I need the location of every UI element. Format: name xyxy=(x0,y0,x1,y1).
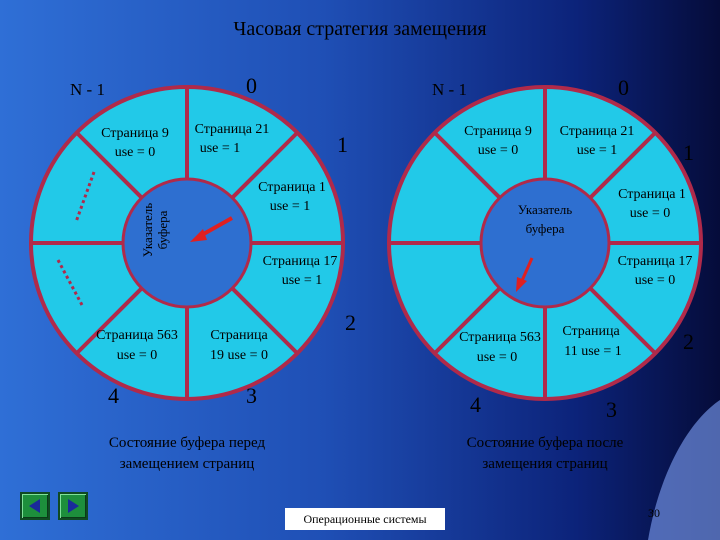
left-label-n1: N - 1 xyxy=(70,80,105,99)
right-caption-2: замещения страниц xyxy=(482,456,607,472)
left-label-1: 1 xyxy=(337,132,348,157)
left-pointer-arrow xyxy=(190,216,233,242)
left-caption-1: Состояние буфера перед xyxy=(109,435,266,451)
left-label-4: 4 xyxy=(108,383,119,408)
page-number: 30 xyxy=(648,506,660,520)
triangle-left-icon xyxy=(29,499,40,513)
left-caption-2: замещением страниц xyxy=(120,456,255,472)
corner-decoration xyxy=(648,400,720,540)
right-clock xyxy=(387,85,703,401)
right-label-4: 4 xyxy=(470,392,481,417)
right-page-11-name: Страница xyxy=(562,324,620,339)
right-page-1-use: use = 0 xyxy=(630,206,671,221)
left-page-19-name: Страница xyxy=(210,328,268,343)
right-pointer-label-1: Указатель xyxy=(518,202,572,217)
right-page-1-name: Страница 1 xyxy=(618,187,686,202)
left-dotted-marks xyxy=(56,171,96,306)
slide-title: Часовая стратегия замещения xyxy=(233,18,487,40)
left-page-17-name: Страница 17 xyxy=(263,254,338,269)
left-page-563-name: Страница 563 xyxy=(96,328,178,343)
right-page-17-use: use = 0 xyxy=(635,273,676,288)
left-page-21-name: Страница 21 xyxy=(195,122,270,137)
footer-label: Операционные системы xyxy=(285,508,445,530)
right-page-9-use: use = 0 xyxy=(478,143,519,158)
right-page-11-use: 11 use = 1 xyxy=(564,344,622,359)
left-page-19-use: 19 use = 0 xyxy=(210,348,268,363)
right-label-0: 0 xyxy=(618,75,629,100)
right-page-9-name: Страница 9 xyxy=(464,124,532,139)
prev-slide-button[interactable] xyxy=(20,492,50,520)
left-label-2: 2 xyxy=(345,310,356,335)
right-hub xyxy=(479,177,611,309)
left-label-3: 3 xyxy=(246,383,257,408)
right-label-2: 2 xyxy=(683,329,694,354)
left-page-9-name: Страница 9 xyxy=(101,126,169,141)
left-page-9-use: use = 0 xyxy=(115,145,156,160)
right-page-563-use: use = 0 xyxy=(477,350,518,365)
left-label-0: 0 xyxy=(246,73,257,98)
right-page-21-name: Страница 21 xyxy=(560,124,635,139)
right-label-n1: N - 1 xyxy=(432,80,467,99)
left-page-21-use: use = 1 xyxy=(200,141,241,156)
right-page-17-name: Страница 17 xyxy=(618,254,693,269)
right-label-3: 3 xyxy=(606,397,617,422)
left-page-563-use: use = 0 xyxy=(117,348,158,363)
left-pointer-label-1: Указатель xyxy=(140,203,155,257)
left-hub xyxy=(121,177,253,309)
left-pointer-label-2: буфера xyxy=(155,210,170,249)
left-page-17-use: use = 1 xyxy=(282,273,323,288)
right-pointer-label-2: буфера xyxy=(526,221,565,236)
right-label-1: 1 xyxy=(683,140,694,165)
left-page-1-use: use = 1 xyxy=(270,199,311,214)
left-clock xyxy=(29,85,345,401)
right-caption-1: Состояние буфера после xyxy=(467,435,624,451)
right-page-21-use: use = 1 xyxy=(577,143,618,158)
right-page-563-name: Страница 563 xyxy=(459,330,541,345)
right-pointer-arrow xyxy=(516,257,534,292)
left-page-1-name: Страница 1 xyxy=(258,180,326,195)
next-slide-button[interactable] xyxy=(58,492,88,520)
triangle-right-icon xyxy=(68,499,79,513)
